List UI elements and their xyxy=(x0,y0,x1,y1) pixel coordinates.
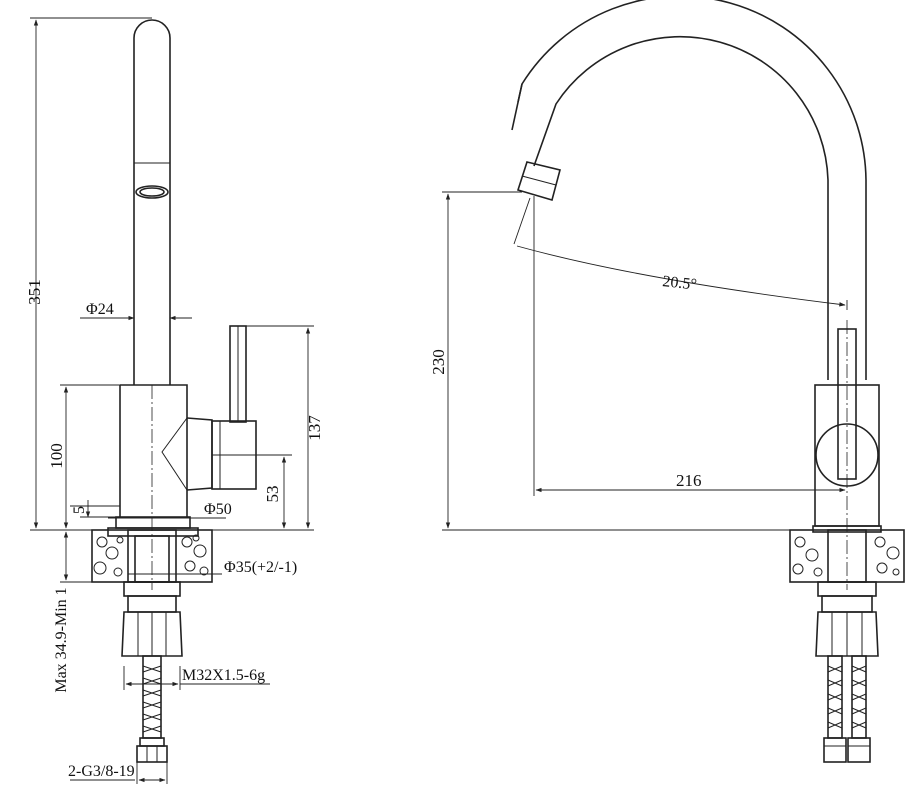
front-hoses xyxy=(823,655,871,763)
dim-countertop-thickness: Max 34.9-Min 1 xyxy=(53,587,70,692)
dim-total-height: 351 xyxy=(25,279,44,305)
dim-handle-height: 137 xyxy=(305,415,324,441)
dim-base-offset: 5 xyxy=(71,506,88,514)
side-spout-tube xyxy=(133,19,171,385)
front-view: 230 20.5° 216 xyxy=(429,0,905,763)
front-aerator xyxy=(516,161,561,201)
dim-spout-height: 230 xyxy=(429,349,448,375)
dim-base-diameter: Φ50 xyxy=(204,501,232,518)
dim-spout-reach: 216 xyxy=(676,471,702,490)
side-hose xyxy=(136,655,168,763)
side-view: 351 Φ24 100 137 53 5 Φ50 Φ35(+2/-1) Max … xyxy=(25,17,324,784)
side-handle-lever xyxy=(229,325,247,423)
side-shank xyxy=(121,535,183,657)
dim-spout-angle: 20.5° xyxy=(662,273,698,294)
dim-handle-center-height: 53 xyxy=(263,486,282,503)
dim-hose: 2-G3/8-19 xyxy=(68,763,135,780)
dim-spout-diameter: Φ24 xyxy=(86,301,114,318)
front-spout-gooseneck xyxy=(533,35,829,380)
front-body xyxy=(814,320,880,590)
dim-thread: M32X1.5-6g xyxy=(182,667,265,684)
front-dimension-lines xyxy=(442,191,848,531)
side-base-ring xyxy=(107,516,199,537)
side-aerator xyxy=(134,162,170,199)
dim-body-height: 100 xyxy=(47,443,66,469)
dim-hole-diameter: Φ35(+2/-1) xyxy=(224,559,297,576)
side-dimension-lines xyxy=(30,17,314,784)
side-body xyxy=(119,384,257,517)
front-shank xyxy=(815,581,879,657)
